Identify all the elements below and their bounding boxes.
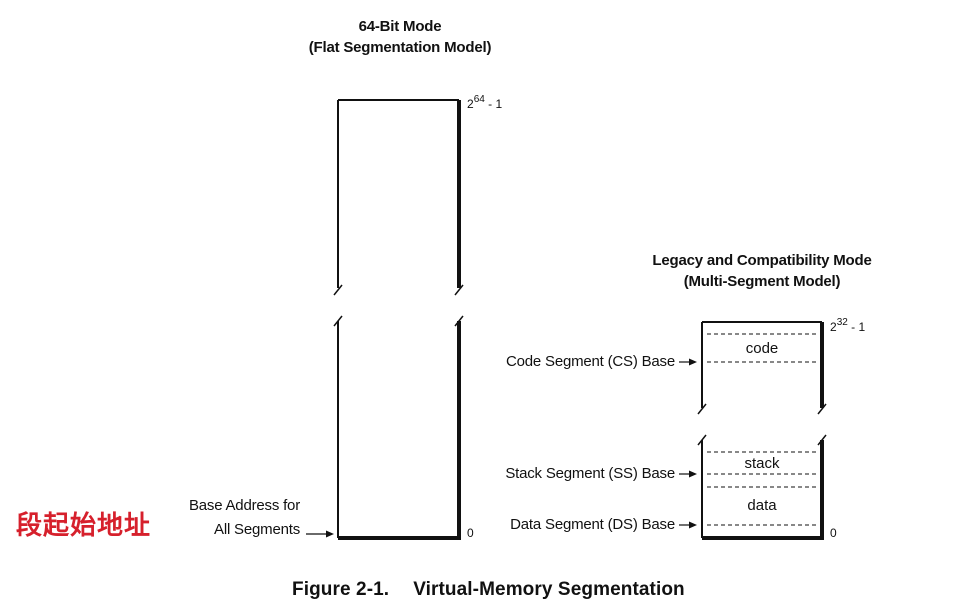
flat-top-bound: 264 - 1 [467, 94, 503, 111]
flat-model-title: 64-Bit Mode (Flat Segmentation Model) [268, 16, 532, 58]
ss-base-label: Stack Segment (SS) Base [505, 465, 675, 482]
figure-caption: Figure 2-1. Virtual-Memory Segmentation [292, 579, 685, 601]
figure-title: Virtual-Memory Segmentation [413, 579, 685, 600]
legacy-block-bottom [697, 434, 827, 540]
flat-bottom-bound: 0 [467, 526, 474, 540]
arrow-ds-base [679, 521, 697, 529]
arrow-ss-base [679, 470, 697, 478]
flat-model-title-line1: 64-Bit Mode [358, 18, 442, 35]
base-address-label: Base Address for All Segments [188, 497, 300, 538]
legacy-bottom-bound: 0 [830, 526, 837, 540]
ds-base-label: Data Segment (DS) Base [510, 516, 675, 533]
code-segment-label: code [745, 340, 779, 357]
data-segment-label: data [747, 497, 777, 514]
legacy-model-title: Legacy and Compatibility Mode (Multi-Seg… [612, 250, 912, 292]
legacy-model-title-line2: (Multi-Segment Model) [683, 273, 841, 290]
segment-start-address-annotation: 段起始地址 [16, 511, 152, 541]
flat-model-title-line2: (Flat Segmentation Model) [308, 39, 492, 56]
arrow-all-segments [306, 530, 334, 538]
arrow-cs-base [679, 358, 697, 366]
figure-number: Figure 2-1. [292, 579, 390, 600]
cs-base-label: Code Segment (CS) Base [505, 353, 675, 370]
legacy-model-title-line1: Legacy and Compatibility Mode [652, 252, 872, 269]
flat-block-bottom [333, 315, 464, 540]
flat-block-top [333, 99, 464, 296]
legacy-top-bound: 232 - 1 [830, 317, 866, 334]
stack-segment-label: stack [744, 455, 780, 472]
legacy-block-top [697, 321, 827, 415]
